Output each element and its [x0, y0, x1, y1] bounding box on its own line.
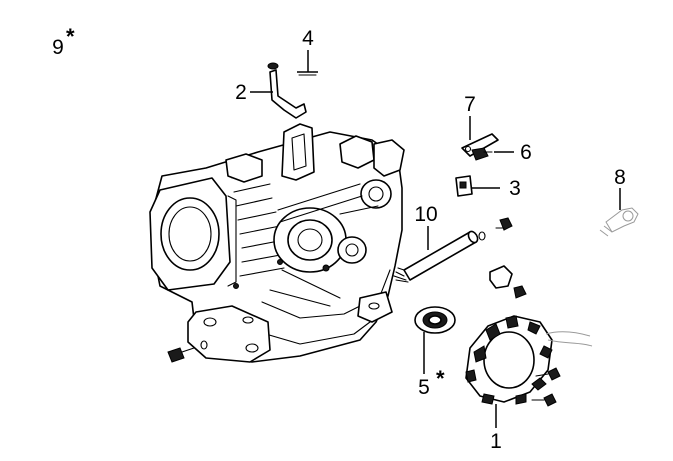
governor-arm-drawing: [267, 62, 307, 119]
bracket-bolts-drawing: [489, 217, 527, 299]
crankcase-drawing: [149, 123, 405, 363]
callout-label-4: 4: [302, 27, 314, 50]
callout-label-5: 5: [418, 376, 430, 399]
leader-lines: [250, 50, 621, 428]
rubber-block-drawing: [455, 175, 473, 197]
callout-label-10: 10: [414, 203, 437, 226]
lever-plate-drawing: [461, 133, 499, 157]
callout-marker-5: *: [436, 366, 445, 391]
callout-label-7: 7: [464, 93, 476, 116]
stator-bolts-drawing: [531, 367, 561, 407]
small-bolt-drawing: [471, 147, 493, 161]
callout-label-9: 9: [52, 36, 64, 59]
callout-label-3: 3: [509, 177, 521, 200]
callout-labels: 1 2 3 4 5 * 6 7 8 9 * 10: [52, 24, 626, 453]
callout-label-6: 6: [520, 141, 532, 164]
base-bolt-drawing: [167, 340, 208, 363]
stator-drawing: [465, 315, 593, 405]
callout-label-1: 1: [490, 430, 502, 453]
cotter-pin-drawing: [297, 71, 318, 76]
oil-seal-drawing: [414, 306, 456, 334]
callout-marker-9: *: [66, 24, 75, 49]
drain-bolt-drawing: [599, 207, 639, 237]
callout-label-2: 2: [235, 81, 247, 104]
callout-label-8: 8: [614, 166, 626, 189]
sleeve-pin-drawing: [393, 230, 486, 283]
